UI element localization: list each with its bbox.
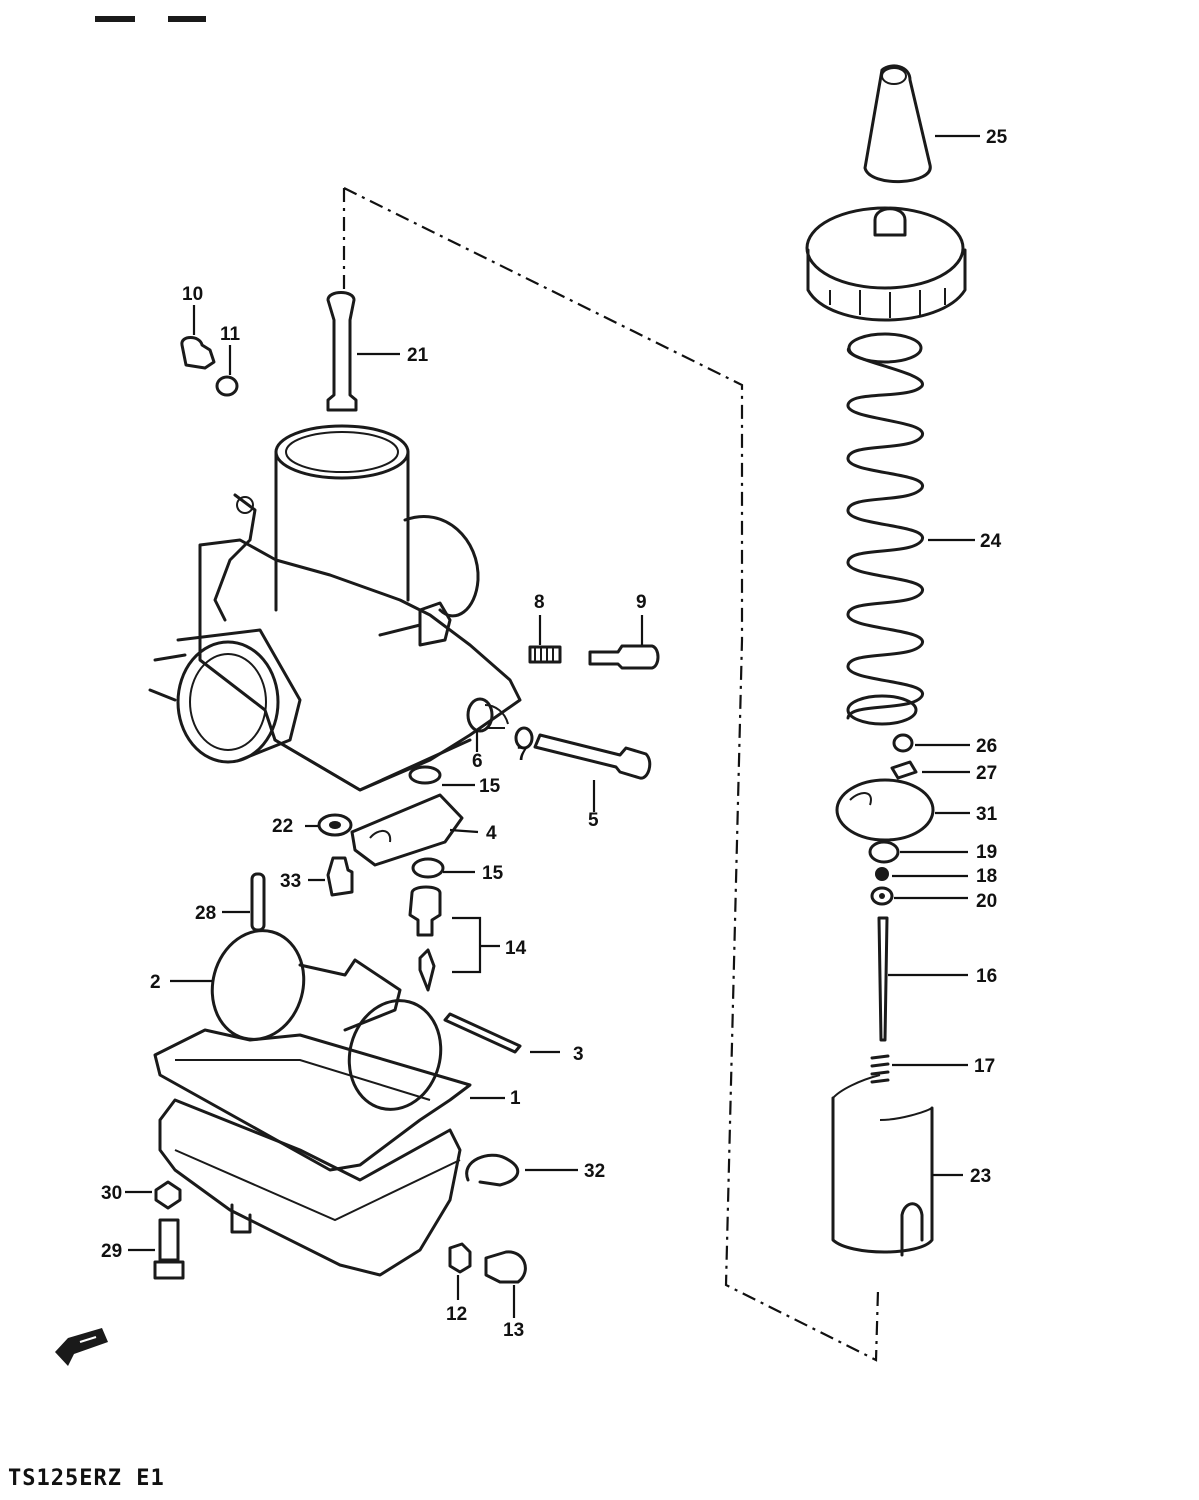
part-19-washer <box>868 840 900 864</box>
part-14-needle-valve <box>408 885 442 992</box>
callout-3: 3 <box>573 1044 584 1065</box>
callout-15-lower: 15 <box>482 863 504 884</box>
callout-29: 29 <box>101 1241 122 1262</box>
callout-32: 32 <box>584 1161 605 1182</box>
part-18-clip <box>875 867 889 881</box>
part-23-throttle-slide <box>831 1074 934 1257</box>
callout-7: 7 <box>517 744 528 765</box>
callout-labels: 1 2 3 4 5 6 7 8 9 10 11 12 13 14 15 15 1… <box>101 127 1008 1341</box>
part-7-o-ring <box>514 726 534 750</box>
part-1-float-chamber-frame <box>153 1028 472 1172</box>
part-15-o-ring-lower <box>411 857 445 879</box>
callout-1: 1 <box>510 1088 521 1109</box>
float-chamber-bowl <box>158 1098 462 1277</box>
part-21-cable-adjuster <box>326 291 358 412</box>
callout-27: 27 <box>976 763 997 784</box>
part-11-washer <box>215 375 239 397</box>
carburetor-body <box>148 424 522 792</box>
part-22-washer <box>317 813 353 837</box>
callout-13: 13 <box>503 1320 524 1341</box>
part-8-spring <box>528 645 562 664</box>
scan-mark <box>168 16 206 22</box>
callout-25: 25 <box>986 127 1008 148</box>
callout-30: 30 <box>101 1183 122 1204</box>
callout-26: 26 <box>976 736 997 757</box>
callout-12: 12 <box>446 1304 467 1325</box>
callout-14: 14 <box>505 938 527 959</box>
callout-18: 18 <box>976 866 997 887</box>
part-5-screw <box>533 733 652 780</box>
scan-mark <box>95 16 135 22</box>
part-10-screw <box>180 336 216 370</box>
part-13-drain-plug <box>484 1250 527 1284</box>
callout-23: 23 <box>970 1166 991 1187</box>
part-29-bolt <box>153 1218 185 1280</box>
callout-21: 21 <box>407 345 429 366</box>
callout-17: 17 <box>974 1056 995 1077</box>
part-31-plate <box>835 778 935 842</box>
part-33-pilot-jet <box>326 856 354 897</box>
part-9-screw <box>588 644 660 670</box>
callout-24: 24 <box>980 531 1002 552</box>
front-direction-arrow-icon <box>55 1328 108 1366</box>
part-20-washer <box>870 886 894 906</box>
part-25-rubber-cap <box>863 64 932 184</box>
callout-11: 11 <box>220 324 241 345</box>
part-16-jet-needle <box>877 916 889 1042</box>
assembly-line <box>342 187 880 1362</box>
part-3-pin <box>443 1012 522 1054</box>
part-32-clip <box>465 1153 519 1187</box>
part-28-float-pin <box>250 872 266 932</box>
part-6-spring <box>466 697 509 733</box>
part-24-throttle-spring <box>846 332 924 726</box>
part-30-nut <box>154 1180 182 1210</box>
callout-22: 22 <box>272 816 293 837</box>
callout-6: 6 <box>472 751 483 772</box>
callout-2: 2 <box>150 972 161 993</box>
callout-16: 16 <box>976 966 997 987</box>
callout-8: 8 <box>534 592 545 613</box>
part-12-nut <box>448 1242 472 1274</box>
model-code-label: TS125ERZ E1 <box>8 1466 165 1491</box>
callout-31: 31 <box>976 804 998 825</box>
part-26-needle-retainer <box>892 733 914 753</box>
mixing-chamber-top <box>805 206 967 322</box>
part-27-clip <box>890 760 918 780</box>
part-2-float <box>210 929 443 1111</box>
part-15-o-ring-upper <box>408 765 442 785</box>
part-17-spring <box>870 1054 890 1084</box>
callout-9: 9 <box>636 592 647 613</box>
callout-10: 10 <box>182 284 203 305</box>
callout-5: 5 <box>588 810 599 831</box>
callout-33: 33 <box>280 871 301 892</box>
callout-19: 19 <box>976 842 997 863</box>
callout-28: 28 <box>195 903 216 924</box>
callout-4: 4 <box>486 823 497 844</box>
callout-20: 20 <box>976 891 997 912</box>
leader-lines <box>125 134 980 1318</box>
callout-15-upper: 15 <box>479 776 501 797</box>
part-4-gasket <box>350 793 464 867</box>
